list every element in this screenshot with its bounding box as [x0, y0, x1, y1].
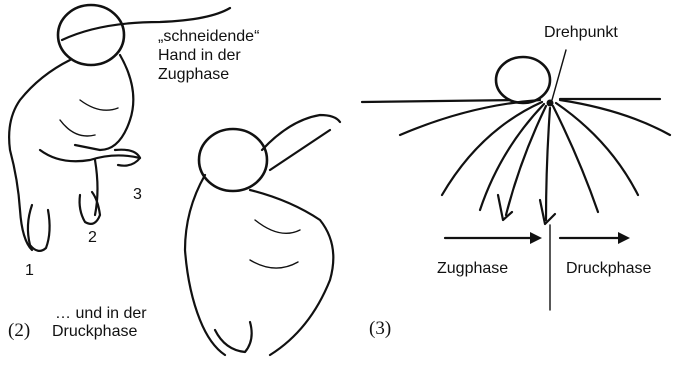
arm-fan-7: [556, 103, 638, 195]
arm-fan-4: [506, 106, 546, 215]
pivot-leader: [552, 50, 566, 100]
caption-cutting-hand: „schneidende“ Hand in der Zugphase: [158, 27, 259, 84]
hand-label-2: 2: [88, 229, 97, 247]
torso-right-middle: [250, 190, 333, 355]
caption-push-line-1: … und in der: [55, 305, 147, 323]
raised-arm-upper: [262, 115, 340, 150]
swimmer-cap-top: [58, 5, 124, 65]
arm-fan-1: [400, 100, 540, 135]
pull-arm: [40, 150, 140, 161]
arm-fan-6: [553, 106, 598, 212]
torso-detail: [80, 100, 118, 110]
swimmer-push-phase-drawing: [185, 115, 340, 355]
arrow-head-zugphase: [530, 232, 542, 244]
push-hand: [215, 322, 252, 352]
caption-line-1: „schneidende“: [158, 27, 259, 46]
forearm-2: [95, 160, 98, 215]
arrow-head-druckphase: [618, 232, 630, 244]
swimmer-cap-middle: [199, 129, 267, 191]
hand-label-1: 1: [25, 262, 34, 280]
pivot-label: Drehpunkt: [544, 24, 618, 42]
torso-left-outline: [9, 60, 70, 250]
caption-line-3: Zugphase: [158, 65, 259, 84]
caption-line-2: Hand in der: [158, 46, 259, 65]
phase-label-druckphase: Druckphase: [566, 260, 651, 278]
figure-number-2: (2): [8, 320, 30, 342]
phase-label-zugphase: Zugphase: [437, 260, 508, 278]
torso-detail-2: [60, 120, 95, 136]
hand-b: [540, 200, 555, 224]
raised-arm-lower: [270, 130, 330, 170]
arm-fan-5: [546, 108, 550, 220]
hand-position-1: [28, 205, 50, 251]
push-arm-left: [185, 175, 225, 355]
hand-label-3: 3: [133, 186, 142, 204]
caption-push-line-2: Druckphase: [52, 323, 137, 341]
muscle-detail: [255, 220, 300, 233]
muscle-detail-2: [250, 260, 298, 268]
water-line-left: [362, 100, 520, 102]
swimmer-cap-right: [496, 57, 550, 103]
figure-number-3: (3): [369, 318, 391, 340]
